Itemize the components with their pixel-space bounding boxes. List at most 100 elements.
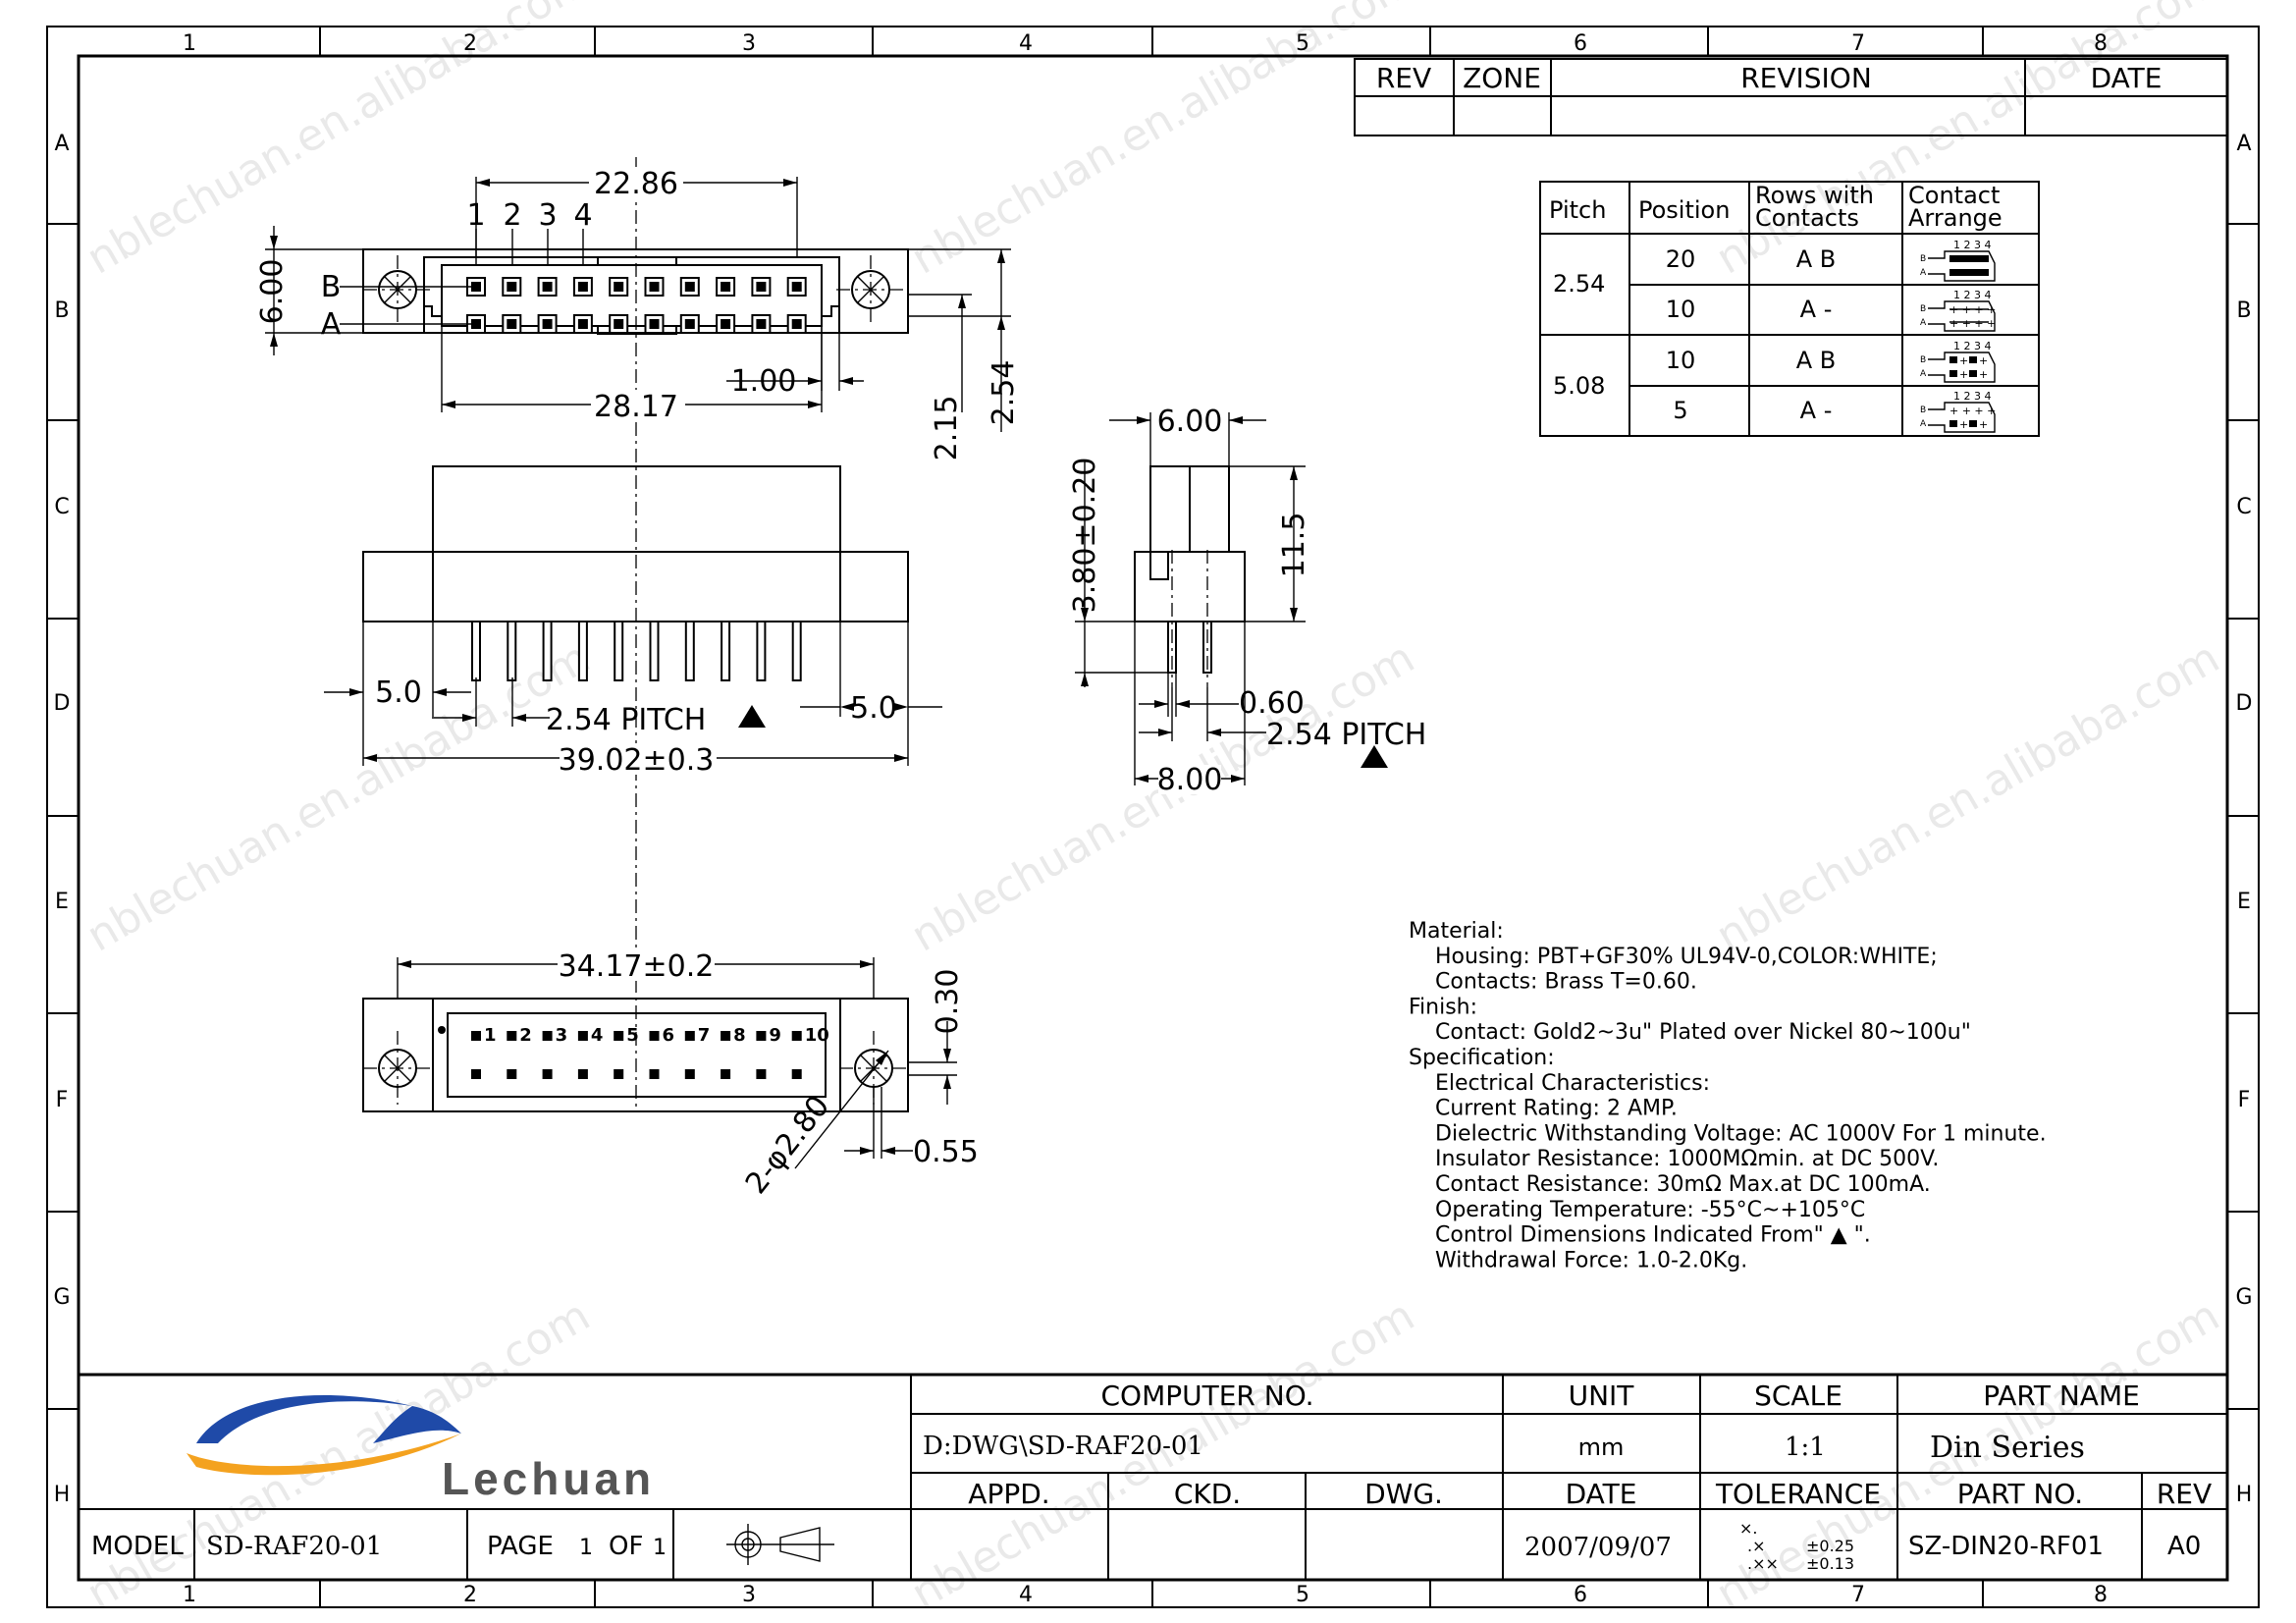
computer-no-label: COMPUTER NO. [1100,1380,1313,1412]
table-cell-pitch: 2.54 [1553,270,1605,298]
table-header-rows: Rows with [1755,182,1874,209]
svg-text:A: A [1920,318,1927,328]
contact-pad [721,319,731,329]
dimension-label: 11.5 [1277,513,1311,578]
date-header: DATE [2091,62,2163,94]
dimension-label: 6.00 [1157,405,1223,439]
pin-number: 10 [805,1025,829,1046]
zone-row-label: F [2238,1088,2251,1112]
zone-col-label: 3 [742,31,756,56]
pin-number: 2 [519,1025,532,1046]
svg-text:+ + + +: + + + + [1949,303,1996,316]
table-cell-position: 5 [1673,397,1687,424]
row-label: B [321,270,342,304]
zone-col-label: 7 [1851,1583,1865,1607]
contact-pad [756,319,767,329]
dimension-label: 5.0 [850,691,897,726]
model-label: MODEL [91,1532,184,1561]
svg-text:A: A [1920,419,1927,429]
pin [471,621,481,681]
svg-text:B: B [1920,406,1926,415]
table-cell-rows: A B [1796,347,1837,374]
note-line: Housing: PBT+GF30% UL94V-0,COLOR:WHITE; [1435,945,1938,969]
contact-pad [577,1069,588,1079]
dimension-label: 2.15 [930,396,964,461]
pitch-table: Pitch Position Rows with Contacts Contac… [1539,181,2040,437]
zone-col-label: 6 [1574,31,1587,56]
note-line: Specification: [1409,1046,1555,1070]
contact-pad [721,1031,731,1041]
svg-text:+ + + +: + + + + [1949,405,1996,417]
pin-1-marker [438,1026,446,1034]
front-view: 5.0 2.54 PITCH 5.0 39.02±0.3 [324,465,942,778]
dimension-label: 5.0 [375,676,422,710]
note-line: Contact: Gold2~3u" Plated over Nickel 80… [1435,1020,1971,1045]
contact-arrange-icon: 1 2 3 4 B A + + + + ++ [1920,390,1996,433]
dimension-label: 2.54 [987,360,1021,426]
zone-row-label: E [55,890,69,914]
watermark: nblechuan.en.alibaba.com [903,0,1423,285]
contact-arrange-icon: 1 2 3 4 B A ++ ++ [1920,340,1996,383]
zone-col-label: 1 [183,1583,196,1607]
contact-pad [542,282,553,292]
title-block: Lechuan COMPUTER NO. UNIT SCALE PART NAM… [79,1373,2227,1580]
date-value: 2007/09/07 [1524,1533,1672,1562]
svg-text:B: B [1920,355,1926,365]
contact-pad [614,319,624,329]
ckd-label: CKD. [1174,1478,1241,1510]
zone-labels: 1 2 3 4 5 6 7 8 1 2 3 4 5 6 7 8 A B C D … [53,31,2252,1607]
contact-pad [791,319,802,329]
svg-text:1 2 3 4: 1 2 3 4 [1953,390,1991,403]
contact-pad [471,1031,481,1041]
contact-pad [756,1031,767,1041]
contact-pad [684,282,695,292]
table-cell-rows: A B [1796,245,1837,273]
note-line: Material: [1409,919,1504,944]
contact-pad [614,1031,624,1041]
pin [791,621,802,681]
zone-col-label: 6 [1574,1583,1587,1607]
svg-text:+: + [1959,354,1968,367]
contact-arrange-icon: 1 2 3 4 B A [1920,239,1996,282]
contact-pad [791,1069,802,1079]
svg-text:1 2 3 4: 1 2 3 4 [1953,340,1991,352]
svg-text:+: + [1979,368,1988,381]
pin-number: 6 [663,1025,675,1046]
zone-row-label: E [2237,890,2251,914]
note-line: Withdrawal Force: 1.0-2.0Kg. [1435,1248,1747,1272]
contact-pad [577,282,588,292]
zone-row-label: H [2236,1483,2253,1507]
svg-text:B: B [1920,304,1926,314]
model-value: SD-RAF20-01 [206,1532,382,1561]
contact-pad [721,282,731,292]
contact-pad [542,1069,553,1079]
contact-pad [471,1069,481,1079]
dimension-label: 34.17±0.2 [559,949,715,984]
contact-pad [471,319,481,329]
revision-header: REVISION [1740,62,1872,94]
zone-row-label: H [54,1483,71,1507]
svg-text:+: + [1959,368,1968,381]
contact-pad [649,1069,660,1079]
company-logo: Lechuan [187,1394,651,1504]
svg-text:B: B [1920,254,1926,264]
dimension-label: 8.00 [1157,763,1223,797]
pin [614,621,624,681]
zone-col-label: 1 [183,31,196,56]
of-label: OF [609,1532,643,1561]
contact-pad [649,1031,660,1041]
pin-number: 7 [698,1025,711,1046]
zone-col-label: 3 [742,1583,756,1607]
contact-pad [614,1069,624,1079]
top-view: 1 2 3 4 B A 22.86 6.00 28.17 1.00 [255,157,1021,1109]
zone-header: ZONE [1463,62,1541,94]
part-no-label: PART NO. [1957,1478,2083,1510]
svg-text:1 2 3 4: 1 2 3 4 [1953,239,1991,251]
table-cell-rows: A - [1800,397,1833,424]
tolerance-x1: .× [1747,1537,1766,1555]
note-line: Dielectric Withstanding Voltage: AC 1000… [1435,1121,2047,1146]
table-cell-position: 20 [1666,245,1696,273]
